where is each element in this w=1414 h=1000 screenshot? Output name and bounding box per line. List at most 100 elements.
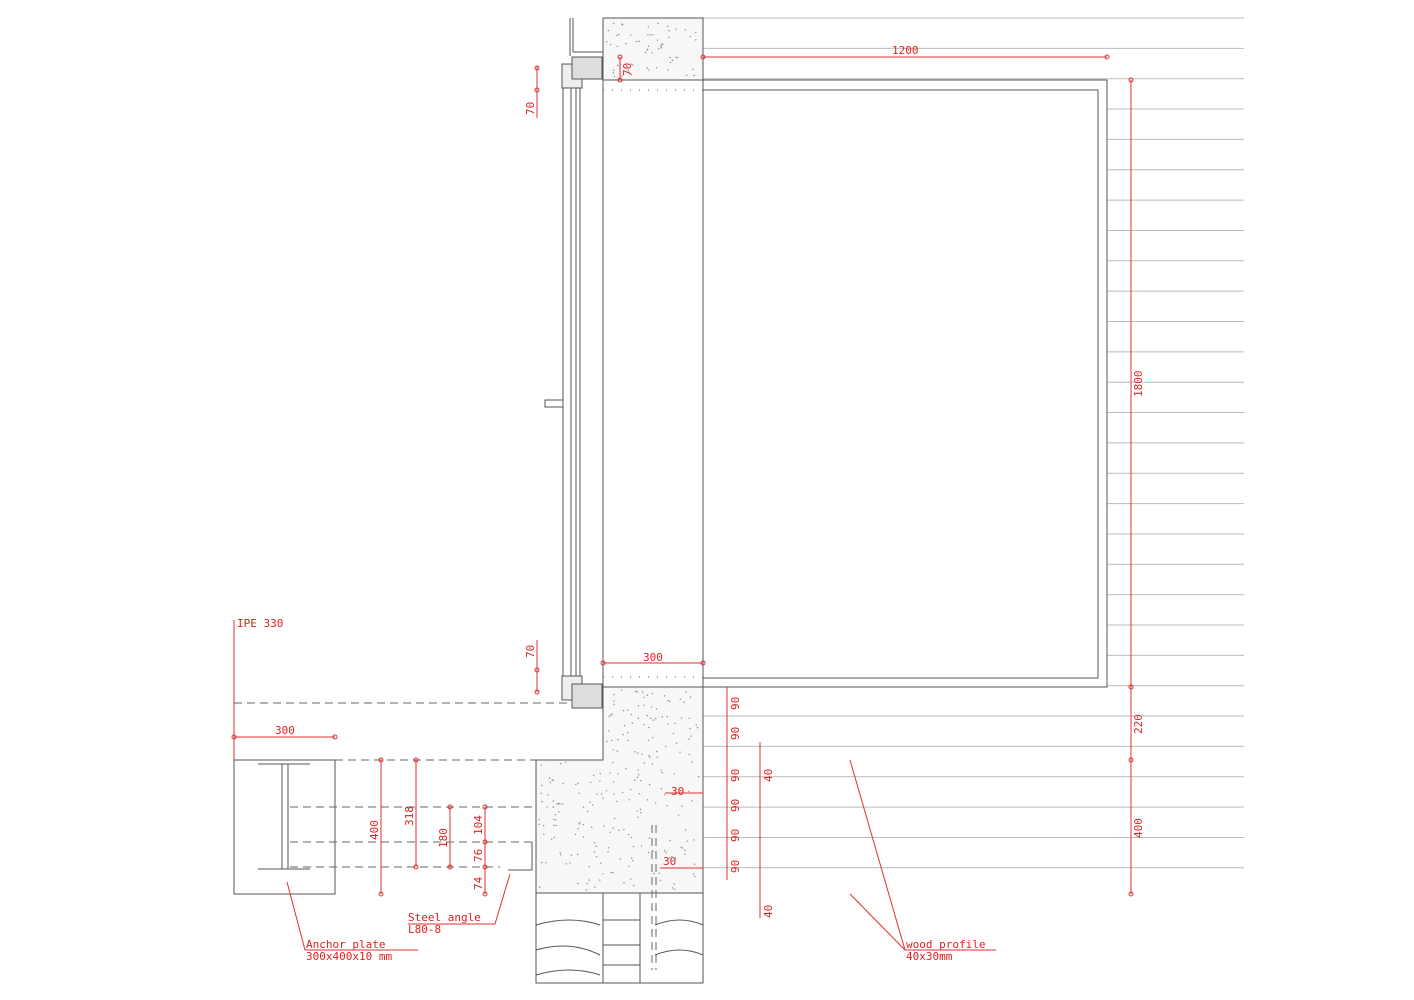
- concrete-speckle: [621, 23, 623, 25]
- concrete-speckle: [610, 739, 613, 742]
- label-steel-angle: Steel angle: [408, 911, 481, 924]
- concrete-speckle: [644, 51, 647, 53]
- concrete-speckle: [606, 740, 608, 743]
- concrete-speckle: [617, 64, 619, 67]
- concrete-speckle: [693, 74, 695, 77]
- concrete-speckle: [609, 772, 611, 774]
- concrete-speckle: [648, 837, 651, 839]
- concrete-speckle: [655, 851, 657, 854]
- dim-40-bottom: 40: [762, 905, 775, 918]
- concrete-speckle: [550, 838, 553, 840]
- concrete-speckle: [588, 879, 590, 881]
- concrete-speckle: [650, 706, 653, 708]
- concrete-speckle: [643, 762, 646, 764]
- concrete-speckle: [651, 52, 653, 54]
- concrete-speckle: [618, 829, 620, 831]
- concrete-speckle: [569, 862, 571, 864]
- concrete-speckle: [683, 701, 685, 703]
- concrete-speckle: [648, 783, 651, 786]
- concrete-speckle: [613, 817, 616, 820]
- concrete-speckle: [681, 847, 684, 849]
- concrete-speckle: [693, 863, 696, 865]
- concrete-speckle: [692, 873, 695, 875]
- concrete-speckle: [636, 776, 639, 778]
- concrete-speckle: [646, 799, 649, 801]
- concrete-speckle: [684, 853, 686, 855]
- concrete-speckle: [654, 717, 657, 720]
- dim-180: 180: [437, 828, 450, 848]
- concrete-speckle: [657, 22, 659, 25]
- concrete-speckle: [660, 788, 663, 790]
- concrete-speckle: [647, 26, 650, 28]
- concrete-speckle: [688, 717, 690, 719]
- concrete-speckle: [646, 714, 649, 717]
- concrete-speckle: [660, 47, 662, 49]
- concrete-speckle: [602, 873, 604, 875]
- concrete-speckle: [651, 692, 654, 695]
- concrete-speckle: [651, 850, 654, 852]
- concrete-speckle: [626, 66, 629, 69]
- concrete-speckle: [677, 814, 680, 816]
- concrete-speckle: [630, 878, 632, 880]
- dim-90: 90: [729, 769, 742, 782]
- concrete-speckle: [684, 829, 687, 831]
- concrete-speckle: [621, 791, 624, 794]
- concrete-speckle: [609, 831, 612, 834]
- concrete-speckle: [637, 752, 639, 754]
- concrete-speckle: [613, 703, 615, 706]
- concrete-speckle: [634, 751, 636, 753]
- concrete-speckle: [694, 875, 696, 878]
- concrete-speckle: [602, 797, 604, 800]
- dim-70-top: 70: [524, 102, 537, 115]
- concrete-speckle: [652, 34, 654, 36]
- glazing-panel: [702, 18, 1108, 688]
- concrete-speckle: [636, 810, 638, 812]
- concrete-speckle: [616, 800, 618, 803]
- dim-74: 74: [472, 876, 485, 890]
- concrete-speckle: [540, 861, 543, 864]
- concrete-speckle: [660, 43, 663, 46]
- concrete-speckle: [579, 821, 581, 824]
- concrete-speckle: [675, 56, 677, 58]
- concrete-speckle: [540, 792, 542, 795]
- concrete-speckle: [686, 840, 688, 842]
- concrete-speckle: [627, 69, 630, 72]
- concrete-speckle: [651, 763, 654, 765]
- concrete-speckle: [695, 724, 697, 726]
- concrete-speckle: [652, 719, 654, 721]
- concrete-speckle: [578, 792, 580, 794]
- concrete-speckle: [538, 818, 540, 821]
- concrete-speckle: [551, 779, 553, 782]
- concrete-speckle: [655, 802, 657, 804]
- concrete-speckle: [640, 780, 642, 782]
- concrete-speckle: [630, 713, 632, 716]
- dim-1200: 1200: [892, 44, 919, 57]
- concrete-speckle: [547, 794, 549, 796]
- concrete-speckle: [559, 762, 562, 765]
- concrete-speckle: [603, 825, 605, 827]
- concrete-speckle: [611, 713, 613, 715]
- concrete-speckle: [613, 793, 615, 795]
- concrete-speckle: [599, 879, 601, 881]
- concrete-speckle: [586, 810, 589, 813]
- concrete-speckle: [689, 696, 692, 698]
- label-anchor-plate: Anchor plate: [306, 938, 385, 951]
- concrete-speckle: [576, 853, 579, 856]
- concrete-speckle: [668, 36, 670, 39]
- concrete-speckle: [612, 761, 614, 764]
- concrete-speckle: [594, 886, 596, 888]
- concrete-speckle: [646, 694, 649, 696]
- concrete-speckle: [599, 780, 601, 782]
- dim-40-top: 40: [762, 769, 775, 782]
- concrete-speckle: [691, 800, 693, 802]
- concrete-speckle: [593, 774, 595, 777]
- concrete-speckle: [647, 739, 650, 741]
- concrete-speckle: [669, 56, 671, 59]
- concrete-speckle: [559, 853, 562, 856]
- concrete-speckle: [607, 847, 610, 849]
- concrete-speckle: [608, 730, 610, 732]
- concrete-speckle: [674, 857, 677, 859]
- concrete-speckle: [680, 717, 683, 719]
- concrete-speckle: [630, 34, 632, 36]
